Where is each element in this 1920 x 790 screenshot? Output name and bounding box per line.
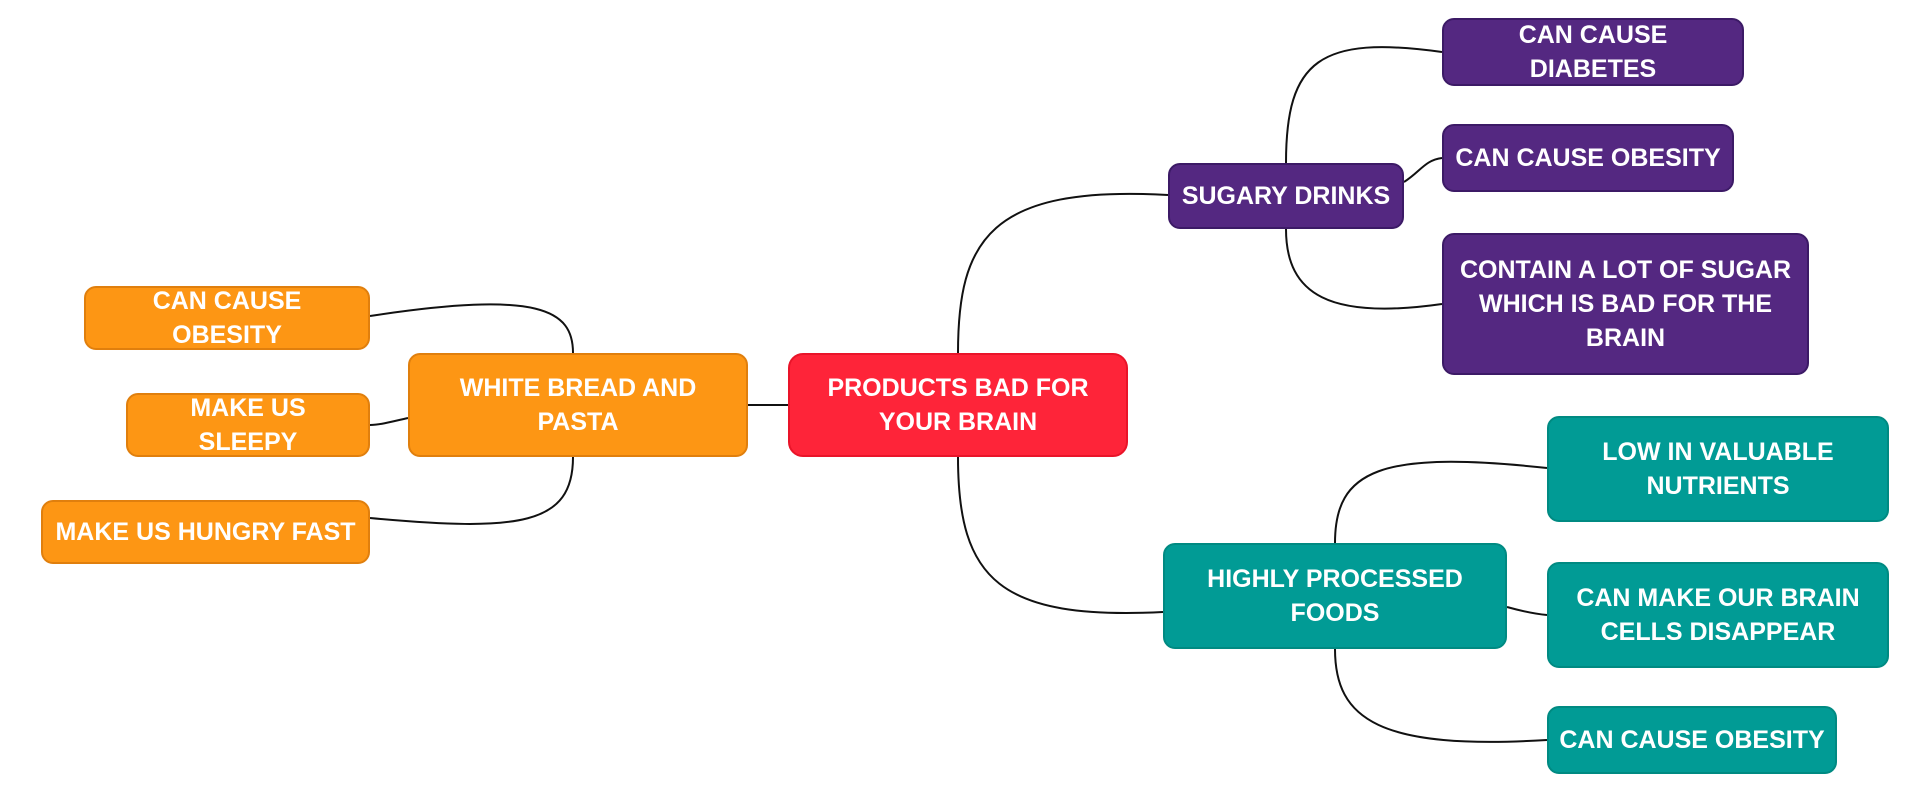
leaf-label: LOW IN VALUABLE NUTRIENTS [1602, 438, 1834, 500]
connector-sugary-drinks-to-can-cause-obesity [1403, 157, 1443, 183]
connector-sugary-drinks-to-can-cause-diabetes [1285, 46, 1443, 164]
leaf-node-can-cause-diabetes[interactable]: CAN CAUSE DIABETES [1442, 18, 1744, 86]
branch-label-sugary-drinks: SUGARY DRINKS [1181, 182, 1391, 210]
central-topic-node[interactable]: PRODUCTS BAD FOR YOUR BRAIN [788, 353, 1128, 457]
leaf-node-sugary-drinks-can-cause-obesity[interactable]: CAN CAUSE OBESITY [1442, 124, 1734, 192]
leaf-node-brain-cells-disappear[interactable]: CAN MAKE OUR BRAIN CELLS DISAPPEAR [1547, 562, 1889, 668]
leaf-node-contain-a-lot-of-sugar[interactable]: CONTAIN A LOT OF SUGAR WHICH IS BAD FOR … [1442, 233, 1809, 375]
connector-sugary-drinks-to-contain-sugar [1285, 228, 1443, 310]
leaf-label: CAN CAUSE OBESITY [1455, 144, 1721, 172]
leaf-label: CAN CAUSE DIABETES [1518, 21, 1668, 83]
connector-root-to-sugary-drinks [957, 192, 1169, 354]
connector-white-bread-to-can-cause-obesity [369, 303, 574, 354]
branch-node-sugary-drinks[interactable]: SUGARY DRINKS [1168, 163, 1404, 229]
leaf-label: CONTAIN A LOT OF SUGAR WHICH IS BAD FOR … [1460, 256, 1791, 352]
leaf-node-white-bread-can-cause-obesity[interactable]: CAN CAUSE OBESITY [84, 286, 370, 350]
leaf-node-make-us-sleepy[interactable]: MAKE US SLEEPY [126, 393, 370, 457]
leaf-node-processed-foods-can-cause-obesity[interactable]: CAN CAUSE OBESITY [1547, 706, 1837, 774]
leaf-label: CAN MAKE OUR BRAIN CELLS DISAPPEAR [1576, 584, 1860, 646]
leaf-label: MAKE US HUNGRY FAST [55, 518, 356, 546]
connector-white-bread-to-make-us-sleepy [369, 417, 409, 426]
leaf-label: CAN CAUSE OBESITY [152, 287, 302, 349]
connector-root-to-processed-foods [957, 456, 1164, 614]
branch-node-white-bread-and-pasta[interactable]: WHITE BREAD AND PASTA [408, 353, 748, 457]
connector-processed-foods-to-brain-cells [1506, 606, 1548, 616]
central-topic-label: PRODUCTS BAD FOR YOUR BRAIN [827, 374, 1089, 436]
branch-label-highly-processed-foods: HIGHLY PROCESSED FOODS [1207, 565, 1463, 627]
connector-white-bread-to-make-us-hungry-fast [369, 456, 574, 525]
leaf-label: MAKE US SLEEPY [190, 394, 306, 456]
branch-node-highly-processed-foods[interactable]: HIGHLY PROCESSED FOODS [1163, 543, 1507, 649]
connector-processed-foods-to-can-cause-obesity [1334, 648, 1548, 743]
leaf-node-make-us-hungry-fast[interactable]: MAKE US HUNGRY FAST [41, 500, 370, 564]
branch-label-white-bread-and-pasta: WHITE BREAD AND PASTA [459, 374, 697, 436]
leaf-node-low-in-valuable-nutrients[interactable]: LOW IN VALUABLE NUTRIENTS [1547, 416, 1889, 522]
connector-processed-foods-to-low-in-nutrients [1334, 460, 1548, 544]
leaf-label: CAN CAUSE OBESITY [1559, 726, 1825, 754]
